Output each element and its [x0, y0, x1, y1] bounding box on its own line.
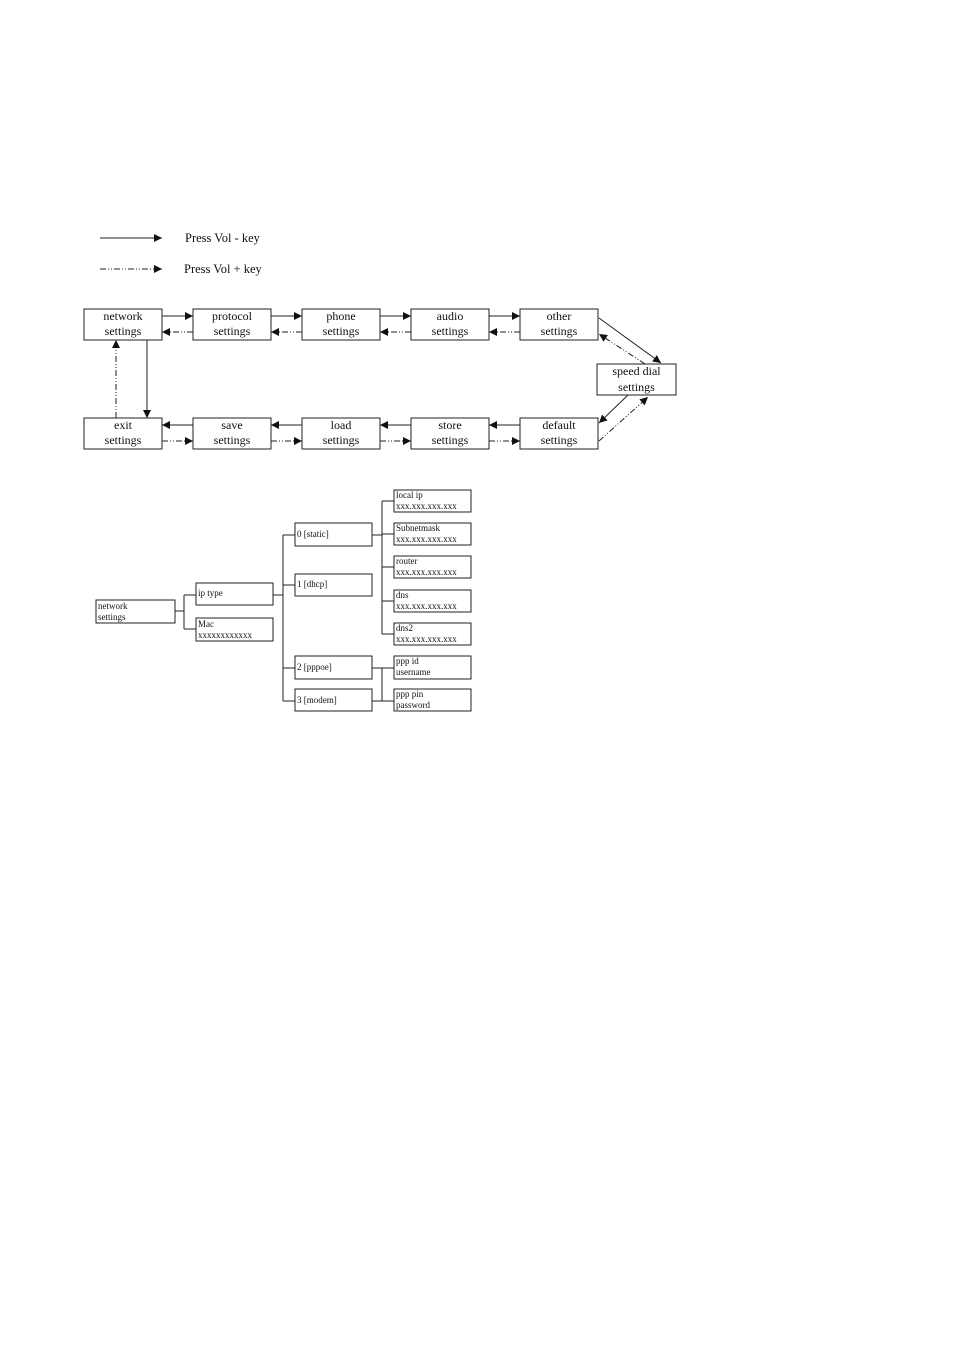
node-label: settings [214, 433, 251, 447]
node-label: settings [541, 433, 578, 447]
node-label: audio [437, 309, 464, 323]
node-label: protocol [212, 309, 253, 323]
tree-node-value: password [396, 700, 430, 710]
tree-node-dns2: dns2 xxx.xxx.xxx.xxx [393, 622, 472, 646]
tree-node-value: xxx.xxx.xxx.xxx [396, 534, 457, 544]
tree-node-dns: dns xxx.xxx.xxx.xxx [393, 589, 472, 613]
tree-node-modem: 3 [modem] [294, 688, 373, 712]
tree-node-label: ppp id [396, 656, 419, 666]
legend: Press Vol - key Press Vol + key [100, 231, 263, 276]
node-label: default [542, 418, 576, 432]
tree-node-value: xxx.xxx.xxx.xxx [396, 501, 457, 511]
node-label: settings [432, 433, 469, 447]
tree-node-value: xxx.xxx.xxx.xxx [396, 601, 457, 611]
tree-node-value: xxx.xxx.xxx.xxx [396, 567, 457, 577]
legend-vol-minus-label: Press Vol - key [185, 231, 261, 245]
tree-node-label: ip type [198, 588, 223, 598]
node-save-settings: save settings [192, 417, 272, 450]
tree-node-pppoe: 2 [pppoe] [294, 655, 373, 680]
node-network-settings: network settings [83, 308, 163, 341]
node-label: settings [432, 324, 469, 338]
node-label: settings [105, 324, 142, 338]
tree-node-label: dns2 [396, 623, 413, 633]
node-label: settings [541, 324, 578, 338]
node-label: phone [326, 309, 355, 323]
node-default-settings: default settings [519, 417, 599, 450]
tree-node-label: Mac [198, 619, 214, 629]
node-label: speed dial [612, 364, 661, 378]
node-store-settings: store settings [410, 417, 490, 450]
tree-node-label: 1 [dhcp] [297, 579, 327, 589]
tree-node-local-ip: local ip xxx.xxx.xxx.xxx [393, 489, 472, 513]
tree-node-label: Subnetmask [396, 523, 440, 533]
node-label: store [438, 418, 461, 432]
tree-node-ppp-pin: ppp pin password [393, 688, 472, 712]
tree-node-value: xxxxxxxxxxxx [198, 630, 253, 640]
node-label: settings [323, 433, 360, 447]
tree-node-value: username [396, 667, 430, 677]
tree-node-label: ppp pin [396, 689, 424, 699]
tree-node-router: router xxx.xxx.xxx.xxx [393, 555, 472, 579]
node-label: load [331, 418, 352, 432]
tree-node-dhcp: 1 [dhcp] [294, 573, 373, 597]
flow-diagram: network settings protocol settings phone… [83, 308, 677, 450]
tree-node-label: 2 [pppoe] [297, 662, 332, 672]
node-label: settings [105, 433, 142, 447]
node-exit-settings: exit settings [83, 417, 163, 450]
tree-node-subnetmask: Subnetmask xxx.xxx.xxx.xxx [393, 522, 472, 546]
node-phone-settings: phone settings [301, 308, 381, 341]
tree-node-static: 0 [static] [294, 522, 373, 547]
tree-node-label: 3 [modem] [297, 695, 337, 705]
node-label: exit [114, 418, 133, 432]
node-speed-dial-settings: speed dial settings [596, 363, 677, 396]
tree-node-label: dns [396, 590, 409, 600]
tree-node-label: router [396, 556, 418, 566]
node-protocol-settings: protocol settings [192, 308, 272, 341]
node-load-settings: load settings [301, 417, 381, 450]
tree-node-value: xxx.xxx.xxx.xxx [396, 634, 457, 644]
node-label: network [103, 309, 142, 323]
node-label: settings [618, 380, 655, 394]
tree-node-label: settings [98, 612, 126, 622]
tree-node-label: network [98, 601, 128, 611]
tree-node-ppp-id: ppp id username [393, 655, 472, 680]
tree-node-ip-type: ip type [195, 582, 274, 606]
node-audio-settings: audio settings [410, 308, 490, 341]
node-label: save [221, 418, 242, 432]
node-label: other [547, 309, 572, 323]
tree-node-mac: Mac xxxxxxxxxxxx [195, 617, 274, 642]
tree-node-label: 0 [static] [297, 529, 329, 539]
tree-node-label: local ip [396, 490, 423, 500]
node-other-settings: other settings [519, 308, 599, 341]
node-label: settings [214, 324, 251, 338]
tree-connectors [175, 500, 394, 702]
legend-vol-plus-label: Press Vol + key [184, 262, 263, 276]
network-settings-tree: network settings ip type Mac xxxxxxxxxxx… [95, 489, 472, 712]
flow-arrows [112, 312, 662, 445]
node-label: settings [323, 324, 360, 338]
tree-node-network-settings: network settings [95, 599, 176, 624]
